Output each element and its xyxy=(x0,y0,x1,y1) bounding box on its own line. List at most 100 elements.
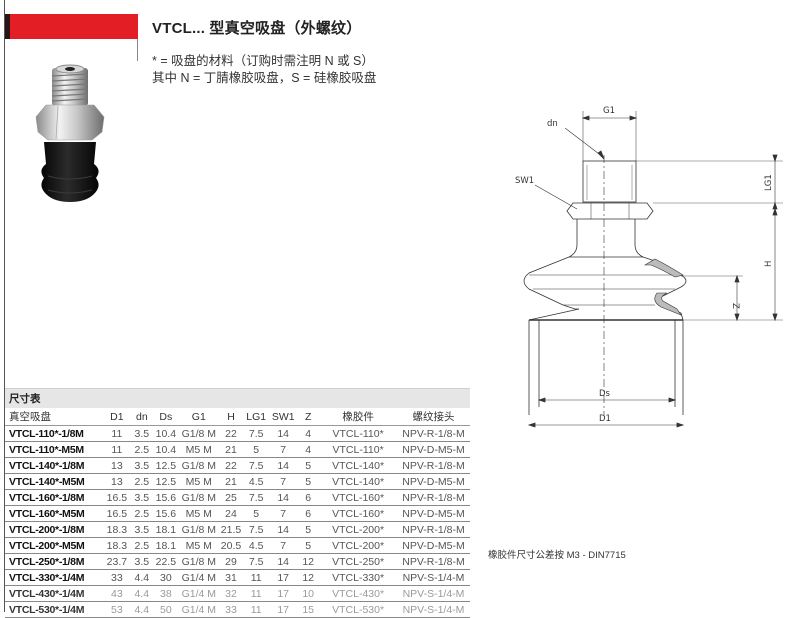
cell-dn: 4.4 xyxy=(130,569,153,586)
cell-sw1: 14 xyxy=(269,489,298,506)
cell-dn: 2.5 xyxy=(130,473,153,490)
dimension-table-container: 尺寸表 真空吸盘 D1 dn Ds G1 H LG1 SW1 Z 橡胶件 螺纹接… xyxy=(5,388,470,618)
cell-lg1: 4.5 xyxy=(243,473,270,490)
cell-h: 25 xyxy=(218,489,244,506)
cell-thread-fitting: NPV-R-1/8-M xyxy=(397,489,470,506)
cell-dn: 3.5 xyxy=(130,521,153,538)
cell-model: VTCL-330*-1/4M xyxy=(5,569,103,586)
cell-lg1: 11 xyxy=(243,585,270,602)
cell-z: 10 xyxy=(297,585,320,602)
dimension-table: 尺寸表 真空吸盘 D1 dn Ds G1 H LG1 SW1 Z 橡胶件 螺纹接… xyxy=(5,388,470,618)
label-z: Z xyxy=(730,303,740,309)
table-caption: 尺寸表 xyxy=(5,388,470,408)
cell-sw1: 14 xyxy=(269,457,298,474)
cell-h: 31 xyxy=(218,569,244,586)
cell-h: 22 xyxy=(218,425,244,442)
col-header-rubber-part: 橡胶件 xyxy=(319,408,398,426)
cell-h: 21.5 xyxy=(218,521,244,538)
col-header-dn: dn xyxy=(130,408,153,426)
cell-rubber-part: VTCL-430* xyxy=(319,585,398,602)
label-lg1: LG1 xyxy=(764,174,774,191)
cell-d1: 23.7 xyxy=(102,553,131,570)
cell-rubber-part: VTCL-530* xyxy=(319,601,398,618)
col-header-model: 真空吸盘 xyxy=(5,408,103,426)
cell-d1: 33 xyxy=(102,569,131,586)
cell-d1: 16.5 xyxy=(102,505,131,522)
cell-z: 4 xyxy=(297,441,320,458)
cell-model: VTCL-160*-1/8M xyxy=(5,489,103,506)
cell-sw1: 14 xyxy=(269,553,298,570)
cell-rubber-part: VTCL-200* xyxy=(319,521,398,538)
cell-lg1: 7.5 xyxy=(243,489,270,506)
cell-dn: 3.5 xyxy=(130,425,153,442)
cell-sw1: 17 xyxy=(269,569,298,586)
cell-g1: G1/8 M xyxy=(178,521,219,538)
vacuum-suction-cup-photo-icon xyxy=(35,64,105,202)
col-header-d1: D1 xyxy=(102,408,131,426)
cell-rubber-part: VTCL-140* xyxy=(319,473,398,490)
table-caption-row: 尺寸表 xyxy=(5,388,470,408)
cell-thread-fitting: NPV-S-1/4-M xyxy=(397,569,470,586)
label-h: H xyxy=(764,261,774,267)
cell-z: 12 xyxy=(297,553,320,570)
cell-thread-fitting: NPV-D-M5-M xyxy=(397,505,470,522)
cell-g1: G1/8 M xyxy=(178,553,219,570)
col-header-lg1: LG1 xyxy=(243,408,270,426)
cell-lg1: 7.5 xyxy=(243,521,270,538)
cell-sw1: 17 xyxy=(269,601,298,618)
cell-z: 6 xyxy=(297,505,320,522)
cell-dn: 2.5 xyxy=(130,505,153,522)
label-d1: D1 xyxy=(599,414,611,424)
cell-rubber-part: VTCL-200* xyxy=(319,537,398,554)
section-color-bar-edge xyxy=(5,14,10,39)
section-color-bar xyxy=(5,14,138,39)
cell-d1: 16.5 xyxy=(102,489,131,506)
cell-z: 12 xyxy=(297,569,320,586)
cell-model: VTCL-250*-1/8M xyxy=(5,553,103,570)
cell-model: VTCL-200*-1/8M xyxy=(5,521,103,538)
cell-g1: G1/4 M xyxy=(178,601,219,618)
cell-h: 20.5 xyxy=(218,537,244,554)
cell-sw1: 14 xyxy=(269,425,298,442)
cell-rubber-part: VTCL-330* xyxy=(319,569,398,586)
material-legend: 其中 N = 丁腈橡胶吸盘，S = 硅橡胶吸盘 xyxy=(152,71,377,85)
cell-thread-fitting: NPV-D-M5-M xyxy=(397,537,470,554)
tolerance-note: 橡胶件尺寸公差按 M3 - DIN7715 xyxy=(488,550,626,561)
cell-lg1: 5 xyxy=(243,441,270,458)
cell-g1: G1/4 M xyxy=(178,569,219,586)
cell-thread-fitting: NPV-D-M5-M xyxy=(397,473,470,490)
label-dn: dn xyxy=(547,119,558,129)
cell-ds: 15.6 xyxy=(152,489,179,506)
label-sw1: SW1 xyxy=(515,176,534,186)
cell-model: VTCL-140*-M5M xyxy=(5,473,103,490)
cell-model: VTCL-140*-1/8M xyxy=(5,457,103,474)
cell-d1: 18.3 xyxy=(102,521,131,538)
cell-d1: 11 xyxy=(102,425,131,442)
cell-dn: 3.5 xyxy=(130,553,153,570)
cell-g1: M5 M xyxy=(178,505,219,522)
col-header-ds: Ds xyxy=(152,408,179,426)
cell-sw1: 17 xyxy=(269,585,298,602)
cell-d1: 53 xyxy=(102,601,131,618)
label-g1: G1 xyxy=(603,106,615,116)
cell-dn: 2.5 xyxy=(130,441,153,458)
cell-rubber-part: VTCL-110* xyxy=(319,441,398,458)
cell-sw1: 7 xyxy=(269,473,298,490)
col-header-thread-fitting: 螺纹接头 xyxy=(397,408,470,426)
cell-g1: M5 M xyxy=(178,537,219,554)
cell-z: 5 xyxy=(297,521,320,538)
cell-z: 5 xyxy=(297,537,320,554)
cell-g1: G1/8 M xyxy=(178,457,219,474)
technical-drawing: G1 dn SW1 LG1 H Z Ds D1 xyxy=(515,106,783,428)
cell-dn: 4.4 xyxy=(130,585,153,602)
cell-g1: G1/8 M xyxy=(178,425,219,442)
cell-h: 33 xyxy=(218,601,244,618)
cell-ds: 18.1 xyxy=(152,521,179,538)
cell-z: 15 xyxy=(297,601,320,618)
cell-sw1: 14 xyxy=(269,521,298,538)
cell-d1: 11 xyxy=(102,441,131,458)
